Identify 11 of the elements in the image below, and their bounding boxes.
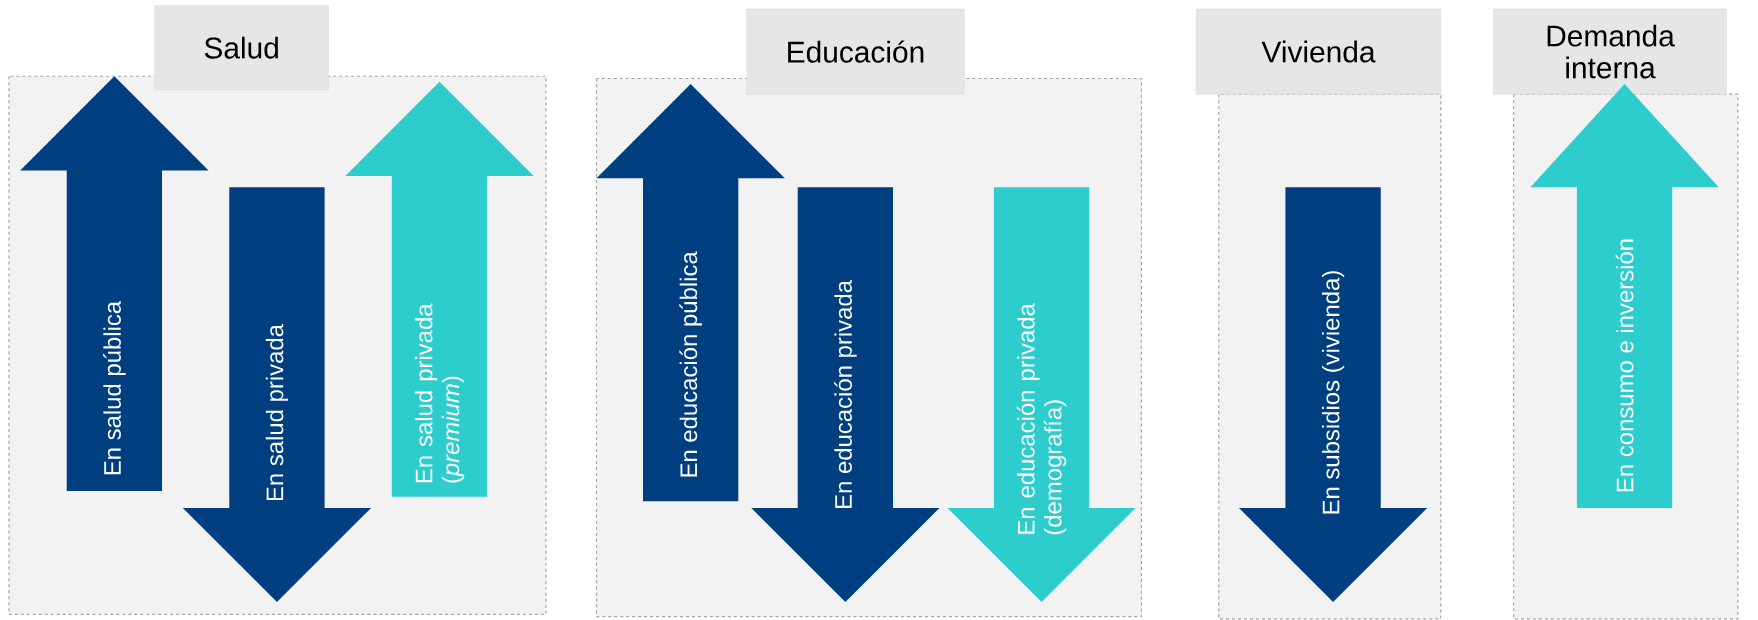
down-arrow-box: En educación privada (demografía): [947, 187, 1136, 603]
header-tab: Vivienda: [1196, 8, 1441, 95]
up-arrow-box: En consumo e inversión: [1530, 84, 1719, 508]
header-tab: Salud: [154, 5, 329, 90]
down-arrow-box: En educación privada: [751, 187, 940, 603]
down-arrow-box: En salud privada: [182, 187, 372, 603]
up-arrow-box: En salud pública: [20, 76, 209, 492]
down-arrow-box: En subsidios (vivienda): [1238, 187, 1428, 603]
header-tab: Demanda interna: [1493, 8, 1727, 95]
up-arrow-box: En educación pública: [596, 84, 785, 502]
header-tab: Educación: [746, 8, 965, 95]
